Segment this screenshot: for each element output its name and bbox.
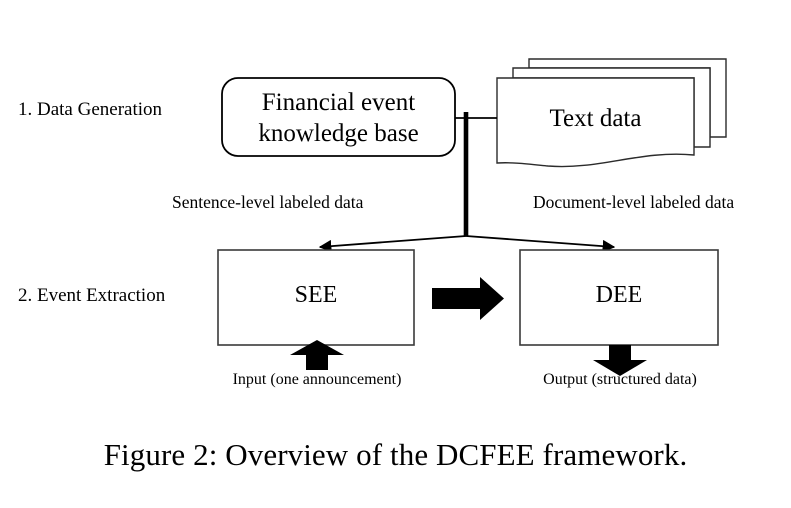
output-label: Output (structured data) — [543, 371, 697, 388]
knowledge-base-box — [221, 77, 456, 157]
knowledge-base-label: Financial event knowledge base — [222, 88, 455, 149]
text-data-sheet-front — [496, 77, 695, 168]
see-box — [217, 249, 415, 346]
see-to-dee-block-arrow — [432, 277, 504, 320]
dee-box — [519, 249, 719, 346]
text-data-label: Text data — [549, 105, 642, 132]
output-block-arrow — [593, 345, 647, 376]
input-label: Input (one announcement) — [232, 371, 402, 388]
stage-label-data-generation: 1. Data Generation — [18, 99, 163, 120]
stage-label-event-extraction: 2. Event Extraction — [18, 285, 166, 306]
arrow-to-see — [318, 235, 467, 253]
arrow-to-dee — [465, 235, 616, 253]
figure-caption: Figure 2: Overview of the DCFEE framewor… — [103, 437, 688, 472]
edge-label-document-level: Document-level labeled data — [533, 192, 735, 212]
see-box-label: SEE — [294, 282, 338, 308]
edge-label-sentence-level: Sentence-level labeled data — [172, 192, 364, 212]
dee-box-label: DEE — [595, 282, 643, 308]
knowledge-base-label-line1: Financial event — [261, 89, 416, 116]
knowledge-base-label-line2: knowledge base — [258, 119, 419, 147]
input-block-arrow — [290, 340, 344, 370]
